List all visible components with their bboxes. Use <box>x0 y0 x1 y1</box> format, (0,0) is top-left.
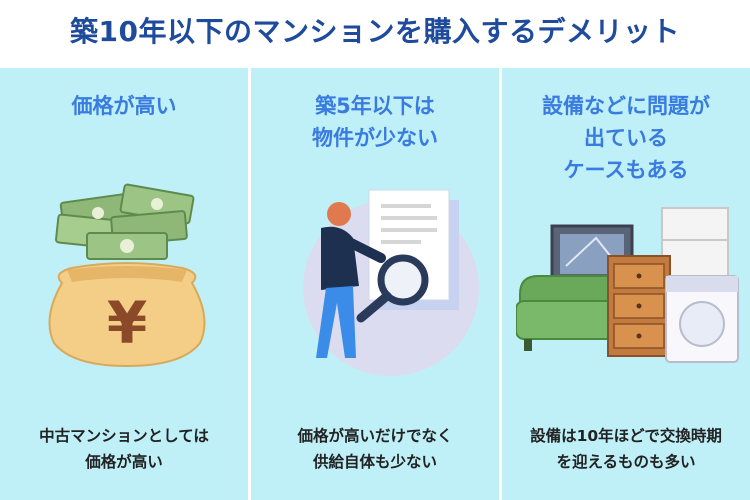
panel-caption: 設備は10年ほどで交換時期 を迎えるものも多い <box>530 427 722 471</box>
page-title: 築10年以下のマンションを購入するデメリット <box>0 0 750 68</box>
panel-high-price: 価格が高い ¥ 中古マンションとしては 価格が高い <box>0 68 248 500</box>
panel-heading: 築5年以下は 物件が少ない <box>312 94 438 150</box>
panel-caption: 中古マンションとしては 価格が高い <box>39 427 209 471</box>
panel-caption: 価格が高いだけでなく 供給自体も少ない <box>297 427 453 471</box>
old-appliances-icon <box>516 207 739 363</box>
panel-heading: 価格が高い <box>71 94 177 118</box>
yen-symbol: ¥ <box>107 289 147 357</box>
magnifier-search-icon <box>303 189 479 376</box>
panel-heading: 設備などに問題が 出ている ケースもある <box>542 94 710 182</box>
panel-equipment-issues: 設備などに問題が 出ている ケースもある 設備は10年ほどで交換時期 を迎えるも… <box>502 68 750 500</box>
money-bag-yen-icon: ¥ <box>48 183 206 368</box>
panel-few-properties: 築5年以下は 物件が少ない 価格が高いだけでなく 供給自体も少ない <box>251 68 499 500</box>
